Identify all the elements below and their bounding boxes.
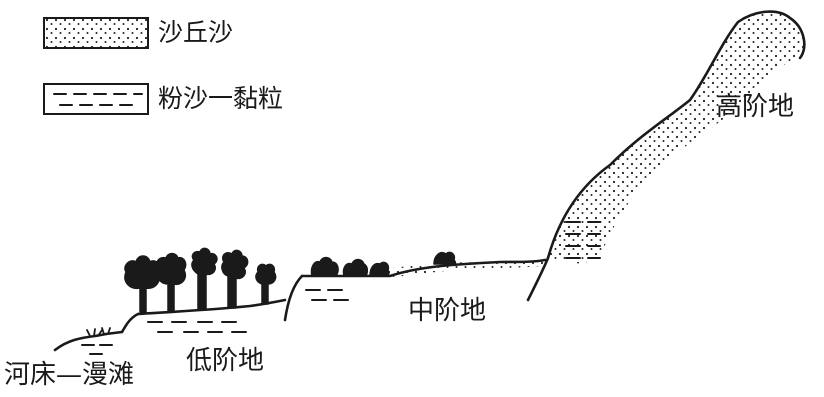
floodplain-surface xyxy=(53,330,124,352)
high-terrace-silt-clay xyxy=(565,221,601,259)
floodplain-grass-icon xyxy=(86,327,111,337)
low-terrace-label: 低阶地 xyxy=(186,346,265,376)
high-terrace-dune-sand xyxy=(548,11,805,265)
legend-dunesand-label: 沙丘沙 xyxy=(158,18,234,47)
middle-terrace-shrubs-icon xyxy=(310,251,457,277)
low-terrace-silt-clay xyxy=(147,321,247,333)
floodplain-silt-clay xyxy=(81,344,113,355)
middle-terrace-scarp xyxy=(283,274,304,322)
middle-terrace-label: 中阶地 xyxy=(408,296,487,326)
legend-dunesand-swatch xyxy=(43,17,149,49)
riverbed-floodplain-label: 河床—漫滩 xyxy=(4,360,135,390)
low-terrace-scarp xyxy=(120,312,140,334)
middle-terrace-silt-clay xyxy=(305,289,349,301)
low-terrace-surface xyxy=(136,298,287,316)
middle-terrace-dune-sand xyxy=(360,260,545,280)
high-terrace-scarp xyxy=(526,256,550,302)
low-terrace-trees-icon xyxy=(124,247,277,313)
legend-siltclay-swatch xyxy=(43,83,149,115)
legend-siltclay-label: 粉沙一黏粒 xyxy=(158,84,284,113)
high-terrace-label: 高阶地 xyxy=(716,92,795,122)
